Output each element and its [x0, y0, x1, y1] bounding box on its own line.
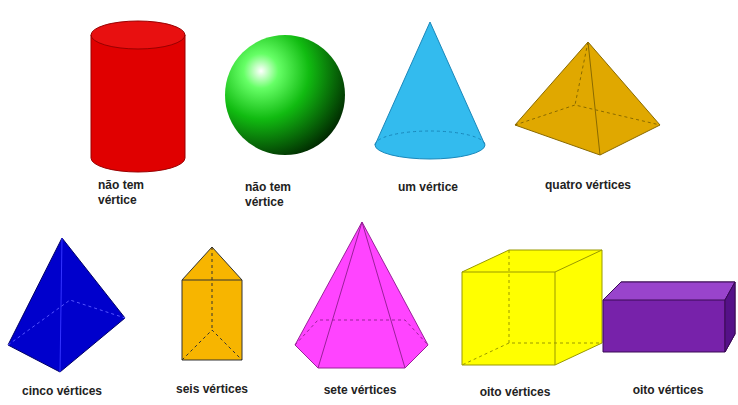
shape-label: não tem vértice [98, 178, 168, 208]
shape-label: seis vértices [176, 382, 248, 397]
cone [375, 22, 485, 159]
shape-label: sete vértices [324, 383, 397, 398]
cube [462, 250, 602, 365]
blue-pyramid [8, 238, 125, 372]
triangular-prism [182, 247, 242, 360]
shape-label: oito vértices [633, 383, 704, 398]
rectangular-prism [603, 282, 735, 352]
sphere [225, 35, 345, 155]
shape-label: quatro vértices [545, 178, 631, 193]
shape-label: cinco vértices [22, 384, 102, 399]
square-pyramid [515, 42, 660, 155]
shape-label: um vértice [398, 180, 458, 195]
shape-label: oito vértices [480, 385, 551, 400]
shape-label: não tem vértice [245, 180, 315, 210]
hexagonal-pyramid [295, 222, 428, 368]
cylinder [91, 21, 185, 172]
